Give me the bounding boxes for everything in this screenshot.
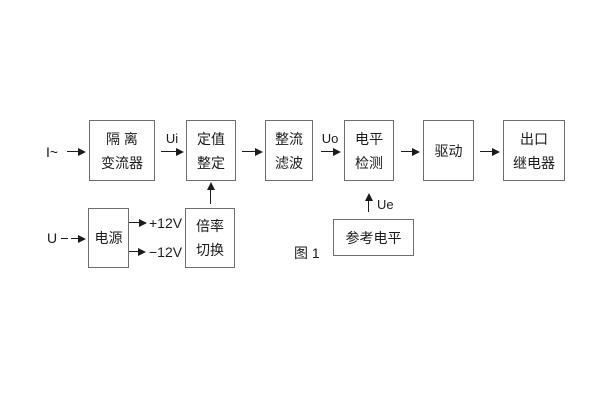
block-ratio-line2: 切换: [196, 242, 224, 258]
block-rectifier-filter: 整流 滤波: [265, 120, 313, 181]
voltage-input-line-segment: [61, 238, 68, 239]
figure-caption: 图 1: [294, 245, 320, 261]
label-ue: Ue: [377, 197, 394, 212]
block-output-relay-line2: 继电器: [513, 154, 555, 171]
block-rectifier-line2: 滤波: [275, 154, 303, 171]
label-ui: Ui: [165, 131, 179, 146]
arrow-power-plus12: [129, 218, 147, 227]
label-uo: Uo: [321, 131, 339, 146]
block-setting-line1: 定值: [197, 130, 225, 147]
block-level-line2: 检测: [355, 154, 383, 171]
block-power-supply: 电源: [88, 208, 129, 268]
block-power-label: 电源: [94, 230, 123, 246]
label-voltage-input: U: [47, 230, 58, 246]
block-output-relay-line1: 出口: [520, 130, 548, 147]
block-ratio-line1: 倍率: [196, 218, 224, 234]
arrow-drive-to-relay: [480, 147, 500, 156]
block-setting-line2: 整定: [197, 154, 225, 171]
arrow-level-to-drive: [401, 147, 420, 156]
label-current-input: I~: [46, 144, 59, 160]
arrow-rectifier-to-level: [321, 147, 341, 156]
block-drive: 驱动: [423, 120, 474, 181]
arrow-voltage-to-power: [71, 234, 86, 243]
block-isolation-transformer: 隔 离 变流器: [89, 120, 155, 181]
block-reference-label: 参考电平: [345, 229, 402, 246]
block-reference-level: 参考电平: [333, 219, 414, 256]
arrow-isolation-to-setting: [161, 147, 184, 156]
block-isolation-line1: 隔 离: [106, 130, 138, 147]
arrow-reference-to-level: [364, 193, 373, 212]
arrow-setting-to-rectifier: [242, 147, 263, 156]
arrow-power-minus12: [129, 247, 146, 256]
block-isolation-line2: 变流器: [101, 154, 143, 171]
block-level-detect: 电平 检测: [344, 120, 394, 181]
block-drive-label: 驱动: [434, 142, 463, 159]
arrow-ratio-to-setting: [206, 182, 215, 204]
label-minus-12v: −12V: [149, 244, 183, 260]
block-level-line1: 电平: [355, 130, 383, 147]
block-setting-adjust: 定值 整定: [186, 120, 236, 181]
block-rectifier-line1: 整流: [275, 130, 303, 147]
label-plus-12v: +12V: [149, 215, 183, 231]
arrow-current-to-isolation: [67, 147, 86, 156]
block-output-relay: 出口 继电器: [503, 120, 565, 181]
block-ratio-switch: 倍率 切换: [185, 208, 235, 268]
